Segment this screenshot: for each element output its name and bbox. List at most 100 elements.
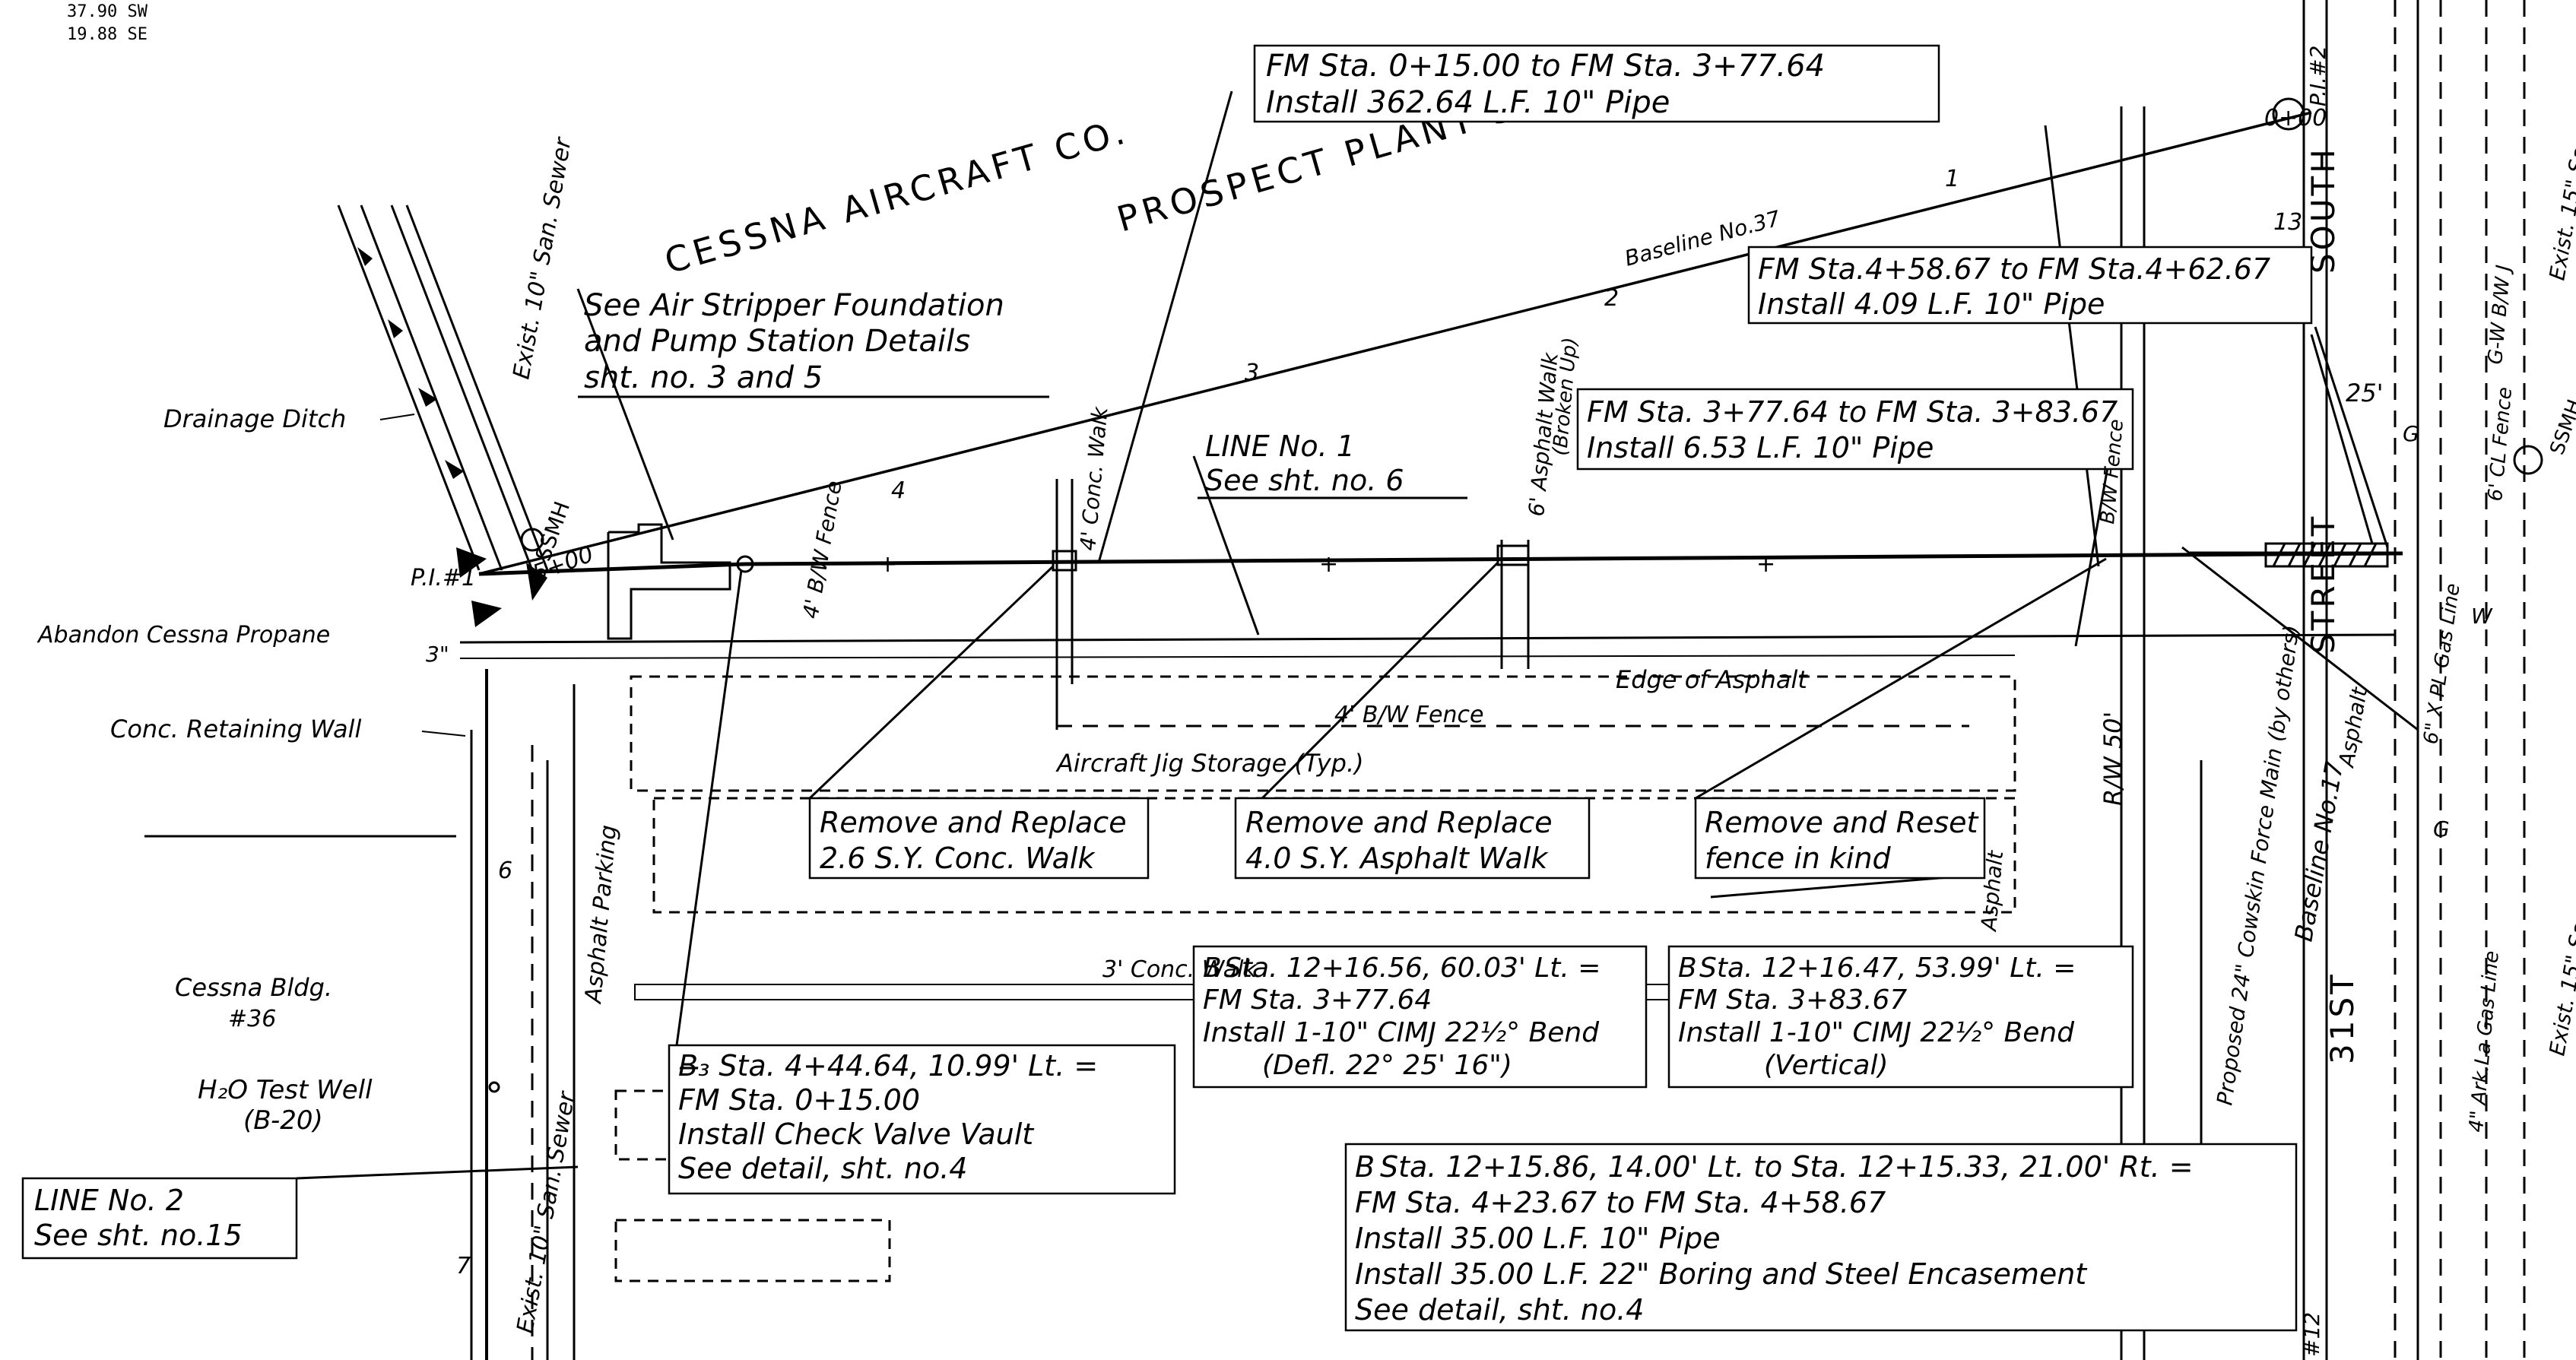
svg-text:+: + (1756, 551, 1775, 578)
svg-text:FM Sta. 3+83.67: FM Sta. 3+83.67 (1678, 984, 1907, 1016)
svg-text:B: B (1678, 953, 1697, 984)
svg-text:Baseline No.17: Baseline No.17 (2289, 759, 2349, 944)
note-b12-bend-a: B Sta. 12+16.56, 60.03' Lt. = FM Sta. 3+… (1192, 945, 1648, 1089)
svg-text:#12: #12 (2299, 1312, 2324, 1357)
svg-text:fence in kind: fence in kind (1705, 842, 1892, 875)
svg-text:Install 4.09 L.F. 10" Pipe: Install 4.09 L.F. 10" Pipe (1758, 287, 2105, 321)
svg-text:Sta. 12+16.56, 60.03' Lt. =: Sta. 12+16.56, 60.03' Lt. = (1224, 953, 1600, 984)
svg-text:Exist. 10" San. Sewer: Exist. 10" San. Sewer (508, 135, 577, 381)
svg-text:FM Sta. 4+23.67 to FM Sta. 4+5: FM Sta. 4+23.67 to FM Sta. 4+58.67 (1355, 1186, 1886, 1219)
svg-text:25': 25' (2346, 379, 2384, 407)
svg-text:Exist. 15" San. Sewer: Exist. 15" San. Sewer (2544, 828, 2576, 1058)
note-air-stripper: See Air Stripper Foundation and Pump Sta… (578, 288, 1049, 398)
note-line-2: LINE No. 2 See sht. no.15 (21, 1177, 298, 1260)
svg-text:+: + (878, 551, 897, 578)
svg-text:B: B (1203, 953, 1222, 984)
svg-text:4.0 S.Y. Asphalt Walk: 4.0 S.Y. Asphalt Walk (1245, 842, 1549, 875)
svg-text:Sta. 12+16.47, 53.99' Lt. =: Sta. 12+16.47, 53.99' Lt. = (1699, 953, 2076, 984)
svg-text:Proposed 24" Cowskin Force Mai: Proposed 24" Cowskin Force Main (by othe… (2212, 623, 2304, 1107)
note-b1-boring: B Sta. 12+15.86, 14.00' Lt. to Sta. 12+1… (1344, 1143, 2298, 1332)
svg-text:FM Sta. 3+77.64 to FM Sta. 3+8: FM Sta. 3+77.64 to FM Sta. 3+83.67 (1587, 395, 2118, 429)
svg-text:FM Sta. 0+15.00: FM Sta. 0+15.00 (678, 1083, 920, 1117)
svg-text:Exist. 15" San. Sewer: Exist. 15" San. Sewer (2544, 52, 2576, 283)
note-fm-b: FM Sta.4+58.67 to FM Sta.4+62.67 Install… (1747, 246, 2313, 325)
note-line-1: LINE No. 1 See sht. no. 6 (1198, 430, 1467, 499)
svg-text:0+00: 0+00 (2264, 105, 2327, 132)
svg-text:(Defl. 22° 25' 16"): (Defl. 22° 25' 16") (1262, 1050, 1512, 1081)
svg-text:4" Ark.La Gas Line: 4" Ark.La Gas Line (2465, 950, 2504, 1133)
svg-text:+: + (1319, 551, 1338, 578)
svg-text:B: B (1355, 1150, 1375, 1184)
svg-text:See detail, sht. no.4: See detail, sht. no.4 (678, 1152, 967, 1185)
note-remove-replace-walk: Remove and Replace 2.6 S.Y. Conc. Walk (808, 797, 1150, 880)
svg-text:Install 362.64 L.F. 10" Pipe: Install 362.64 L.F. 10" Pipe (1266, 85, 1670, 120)
svg-text:LINE No. 2: LINE No. 2 (34, 1184, 184, 1217)
svg-text:See sht. no.15: See sht. no.15 (34, 1219, 243, 1252)
svg-text:2: 2 (1604, 285, 1619, 312)
svg-text:G-W B/W J: G-W B/W J (2484, 264, 2515, 365)
svg-text:Install 1-10" CIMJ 22½° Bend: Install 1-10" CIMJ 22½° Bend (1203, 1017, 1600, 1048)
svg-text:See detail, sht. no.4: See detail, sht. no.4 (1355, 1293, 1644, 1327)
svg-text:R/W 50': R/W 50' (2099, 712, 2127, 806)
svg-text:P.I.#1: P.I.#1 (411, 565, 476, 591)
svg-text:(B-20): (B-20) (243, 1105, 323, 1136)
svg-text:and Pump Station Details: and Pump Station Details (584, 324, 970, 359)
svg-text:#36: #36 (228, 1006, 276, 1032)
svg-text:Drainage Ditch: Drainage Ditch (163, 404, 346, 433)
svg-text:3' Conc. Walk: 3' Conc. Walk (1102, 956, 1258, 983)
note-fm-a: FM Sta. 0+15.00 to FM Sta. 3+77.64 Insta… (1253, 44, 1940, 123)
corner-note-se: 19.88 SE (67, 25, 148, 44)
note-fm-c: FM Sta. 3+77.64 to FM Sta. 3+83.67 Insta… (1576, 388, 2134, 471)
svg-text:Install 35.00 L.F. 10" Pipe: Install 35.00 L.F. 10" Pipe (1355, 1222, 1721, 1255)
svg-text:Cessna Bldg.: Cessna Bldg. (175, 973, 332, 1002)
svg-text:Remove and Replace: Remove and Replace (820, 806, 1127, 839)
svg-text:W: W (2471, 604, 2493, 629)
svg-text:Asphalt: Asphalt (2333, 685, 2372, 770)
svg-text:G: G (2433, 816, 2450, 842)
svg-text:See sht. no. 6: See sht. no. 6 (1205, 464, 1404, 497)
street-label: STREET (2305, 514, 2342, 654)
corner-note-sw: 37.90 SW (67, 2, 148, 21)
svg-text:FM Sta. 0+15.00 to FM Sta. 3+7: FM Sta. 0+15.00 to FM Sta. 3+77.64 (1266, 49, 1825, 84)
svg-text:3: 3 (1245, 360, 1259, 386)
svg-text:4: 4 (891, 477, 906, 504)
note-remove-reset-fence: Remove and Reset fence in kind (1694, 797, 1986, 880)
svg-text:Edge of Asphalt: Edge of Asphalt (1616, 665, 1808, 694)
svg-text:LINE No. 1: LINE No. 1 (1205, 430, 1355, 463)
svg-text:4' B/W Fence: 4' B/W Fence (1334, 702, 1483, 728)
svg-text:Install 6.53 L.F. 10" Pipe: Install 6.53 L.F. 10" Pipe (1587, 431, 1934, 464)
svg-text:6" X PL Gas Line: 6" X PL Gas Line (2419, 582, 2464, 746)
svg-text:Abandon Cessna Propane: Abandon Cessna Propane (36, 622, 330, 648)
svg-text:1: 1 (1945, 166, 1959, 192)
svg-text:2.6 S.Y. Conc. Walk: 2.6 S.Y. Conc. Walk (820, 842, 1096, 875)
svg-text:FM Sta. 3+77.64: FM Sta. 3+77.64 (1203, 984, 1432, 1016)
svg-text:Install Check Valve Vault: Install Check Valve Vault (678, 1117, 1035, 1151)
svg-text:Remove and Reset: Remove and Reset (1705, 806, 1980, 839)
svg-text:sht. no. 3 and 5: sht. no. 3 and 5 (584, 360, 823, 395)
svg-text:H₂O Test Well: H₂O Test Well (198, 1075, 373, 1105)
svg-text:7: 7 (456, 1253, 471, 1279)
svg-text:6' CL Fence: 6' CL Fence (2484, 386, 2517, 502)
note-b3-check-valve: B̶₃ Sta. 4+44.64, 10.99' Lt. = FM Sta. 0… (668, 1044, 1176, 1195)
owner-title: CESSNA AIRCRAFT CO. (660, 109, 1133, 281)
svg-text:G: G (2403, 421, 2419, 446)
svg-text:(Vertical): (Vertical) (1764, 1050, 1889, 1081)
svg-text:SSMH: SSMH (2546, 397, 2576, 458)
street-31st: 31ST (2324, 972, 2361, 1064)
svg-text:3": 3" (426, 642, 449, 667)
note-b12-bend-b: B Sta. 12+16.47, 53.99' Lt. = FM Sta. 3+… (1667, 945, 2134, 1089)
svg-text:Remove and Replace: Remove and Replace (1245, 806, 1553, 839)
svg-text:4' B/W Fence: 4' B/W Fence (798, 479, 846, 620)
svg-text:FM Sta.4+58.67 to FM Sta.4+62.: FM Sta.4+58.67 to FM Sta.4+62.67 (1758, 252, 2270, 286)
svg-text:Install 35.00 L.F. 22" Boring: Install 35.00 L.F. 22" Boring and Steel … (1355, 1257, 2088, 1291)
svg-text:Sta. 12+15.86, 14.00' Lt. to: Sta. 12+15.86, 14.00' Lt. to Sta. 12+15.… (1380, 1150, 2194, 1184)
svg-text:Install 1-10" CIMJ 22½° Bend: Install 1-10" CIMJ 22½° Bend (1678, 1017, 2075, 1048)
svg-text:Asphalt Parking: Asphalt Parking (580, 824, 623, 1006)
svg-text:Conc. Retaining Wall: Conc. Retaining Wall (110, 715, 361, 743)
svg-text:Aircraft Jig Storage (Typ.): Aircraft Jig Storage (Typ.) (1055, 749, 1364, 778)
svg-text:6: 6 (498, 858, 512, 884)
svg-text:See Air Stripper Foundation: See Air Stripper Foundation (584, 288, 1004, 323)
svg-text:B̶₃ Sta. 4+44.64, 10.99' Lt. =: B̶₃ Sta. 4+44.64, 10.99' Lt. = (678, 1049, 1098, 1083)
note-remove-replace-asphalt: Remove and Replace 4.0 S.Y. Asphalt Walk (1234, 797, 1591, 880)
